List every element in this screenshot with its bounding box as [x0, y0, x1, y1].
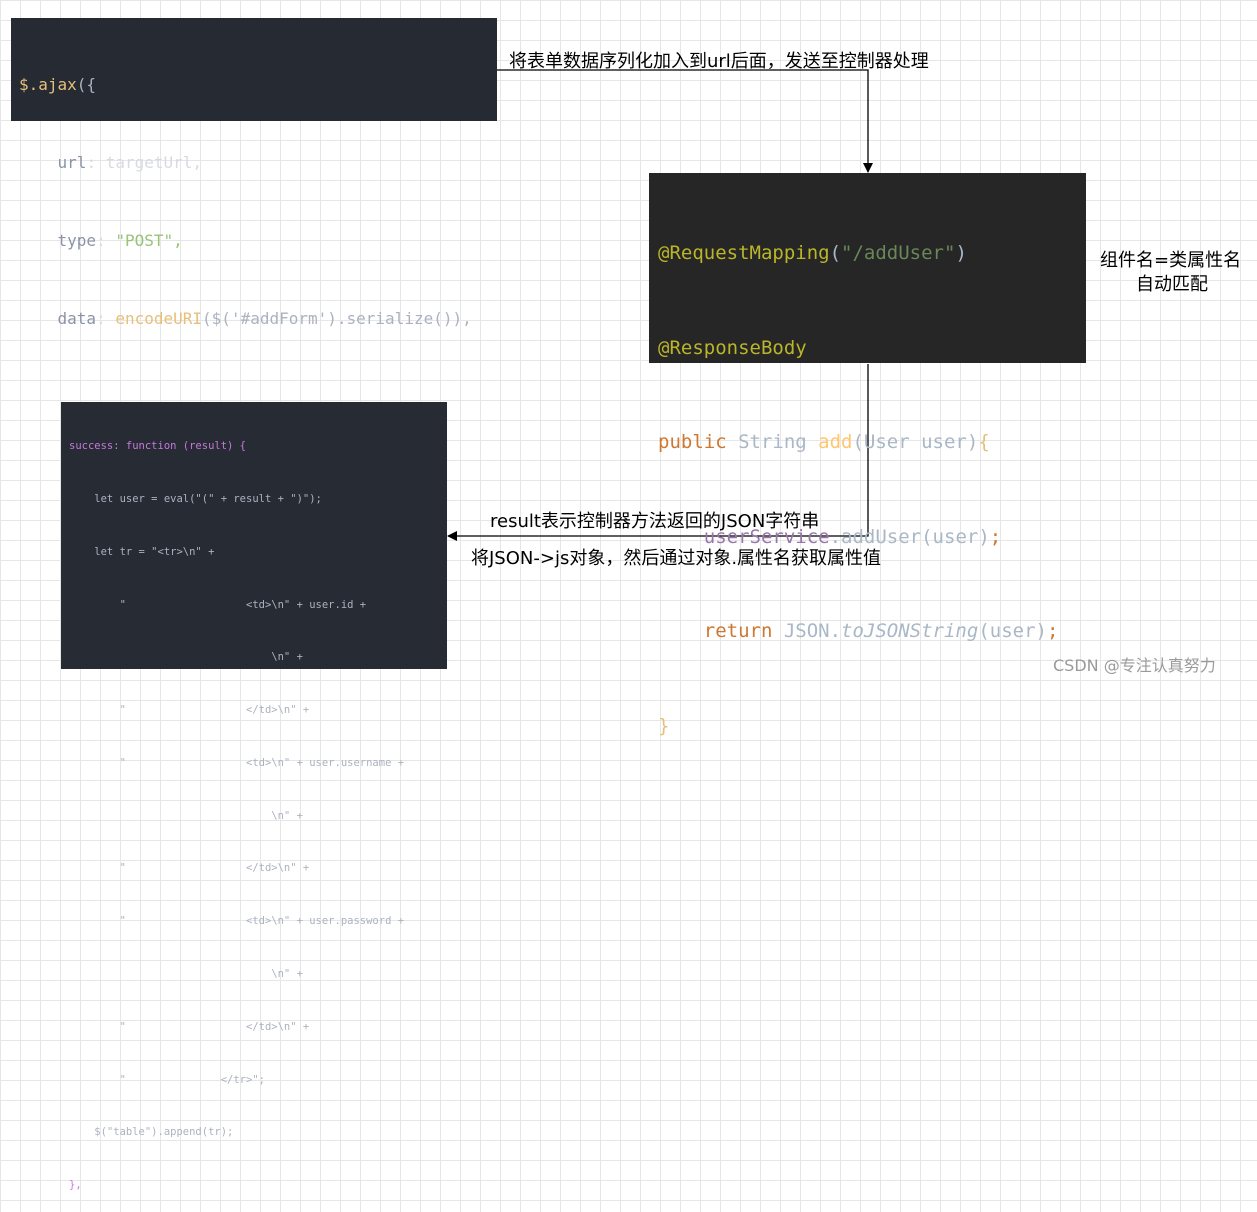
watermark: CSDN @专注认真努力 [1053, 656, 1216, 675]
success-line: " <td>\n" + user.username + [69, 756, 405, 769]
success-line: " </td>\n" + [69, 704, 310, 717]
success-line: success: function (result) { [69, 440, 247, 453]
success-line: " </tr>"; [69, 1073, 265, 1086]
arrow-ajax-to-controller [497, 69, 873, 173]
ajax-code-block: $.ajax({ url: targetUrl, type: "POST", d… [11, 18, 497, 328]
java-line-2: @ResponseBody [658, 336, 807, 359]
success-line: \n" + [69, 651, 303, 664]
java-line-3: public String add(User user){ [658, 431, 990, 453]
ajax-line-2: url: targetUrl, [57, 153, 203, 172]
success-line: " </td>\n" + [69, 862, 310, 875]
java-line-4: userService.addUser(user); [703, 525, 1002, 548]
serialize-annotation: 将表单数据序列化加入到url后面，发送至控制器处理 [509, 51, 929, 72]
success-line: let user = eval("(" + result + ")"); [69, 492, 322, 505]
java-line-6: } [658, 714, 670, 737]
result-annotation-line-1: result表示控制器方法返回的JSON字符串 [490, 511, 820, 532]
success-line: " <td>\n" + user.password + [69, 915, 405, 928]
java-line-1: @RequestMapping("/addUser") [658, 242, 967, 264]
success-line: }, [69, 1179, 82, 1192]
flow-arrows [447, 69, 873, 541]
mapping-annotation-line-2: 自动匹配 [1136, 274, 1208, 295]
controller-code-block: @RequestMapping("/addUser") @ResponseBod… [649, 173, 1086, 737]
arrow-controller-to-success [447, 364, 869, 541]
java-line-5: return JSON.toJSONString(user); [703, 620, 1059, 642]
result-annotation-line-2: 将JSON->js对象，然后通过对象.属性名获取属性值 [471, 548, 882, 569]
success-line: \n" + [69, 809, 303, 822]
success-line: " </td>\n" + [69, 1020, 310, 1033]
success-line: $("table").append(tr); [69, 1126, 234, 1139]
mapping-annotation-line-1: 组件名=类属性名 [1100, 250, 1242, 271]
ajax-line-4: data: encodeURI($('#addForm').serialize(… [57, 309, 472, 328]
ajax-line-3: type: "POST", [57, 231, 183, 250]
success-line: let tr = "<tr>\n" + [69, 545, 215, 558]
ajax-line-1: $.ajax({ [19, 75, 97, 94]
success-line: \n" + [69, 968, 303, 980]
success-line: " <td>\n" + user.id + [69, 598, 367, 611]
success-callback-code-block: success: function (result) { let user = … [61, 402, 447, 1191]
